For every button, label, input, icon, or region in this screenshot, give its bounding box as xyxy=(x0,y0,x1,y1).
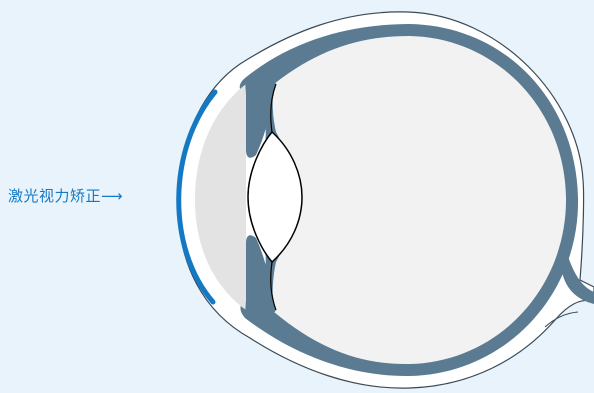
outer-layer-inner-contour xyxy=(544,311,579,328)
arrow-right-icon: ⟶ xyxy=(101,187,124,205)
optic-nerve xyxy=(562,250,594,304)
iris-upper xyxy=(245,77,276,158)
suspensory-ligament-lower xyxy=(270,261,277,311)
iris-lower xyxy=(245,235,276,317)
anterior-chamber xyxy=(194,84,246,310)
laser-vision-correction-label: 激光视力矫正⟶ xyxy=(8,186,123,206)
laser-correction-arc xyxy=(176,89,218,305)
suspensory-ligament-upper xyxy=(270,83,277,133)
label-text: 激光视力矫正 xyxy=(8,187,102,205)
eyeball-interior xyxy=(272,36,567,365)
